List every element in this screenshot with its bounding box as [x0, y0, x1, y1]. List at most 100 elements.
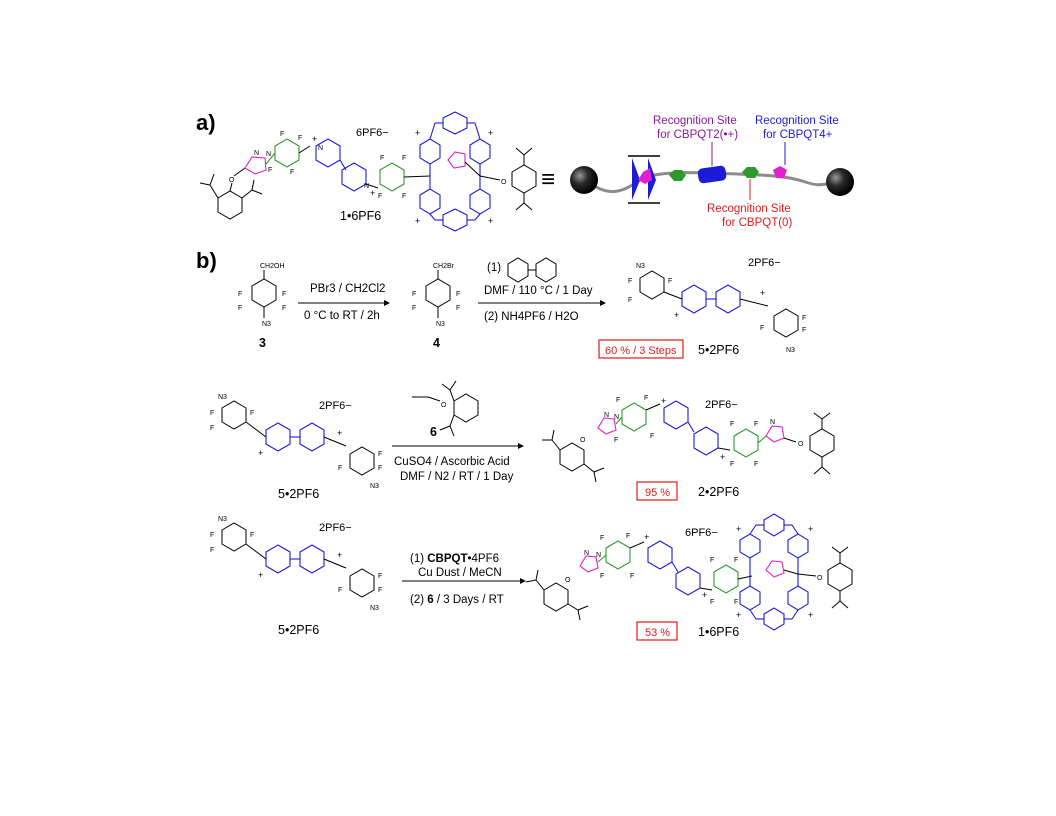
svg-text:F: F — [600, 535, 604, 542]
svg-text:N3: N3 — [636, 263, 645, 270]
svg-text:+: + — [488, 128, 493, 138]
svg-text:N: N — [614, 414, 619, 421]
panel-a-counterion: 6PF6− — [356, 127, 389, 139]
svg-text:F: F — [456, 291, 460, 298]
svg-text:+: + — [312, 134, 317, 144]
svg-text:F: F — [210, 410, 214, 417]
row1-product: 5•2PF6 — [698, 343, 739, 357]
row2-product: 2•2PF6 — [698, 485, 739, 499]
svg-text:+: + — [736, 524, 741, 534]
svg-text:F: F — [710, 557, 714, 564]
svg-text:N3: N3 — [436, 321, 445, 328]
svg-text:+: + — [415, 216, 420, 226]
row3-start: 5•2PF6 — [278, 623, 319, 637]
svg-text:F: F — [630, 573, 634, 580]
svg-text:F: F — [338, 465, 342, 472]
green-hexagon-left — [669, 170, 686, 181]
left-stopper-ball — [570, 166, 598, 194]
svg-text:F: F — [754, 461, 758, 468]
site-red-line1: Recognition Site — [707, 203, 791, 215]
svg-text:N: N — [770, 419, 775, 426]
svg-text:F: F — [650, 433, 654, 440]
row3-product: 1•6PF6 — [698, 625, 739, 639]
site-purple-line2: for CBPQT2(•+) — [657, 129, 738, 141]
svg-text:+: + — [258, 570, 263, 580]
row1-yield: 60 % / 3 Steps — [605, 345, 677, 357]
cmpd3-label: 3 — [259, 336, 266, 350]
svg-text:F: F — [282, 305, 286, 312]
svg-text:F: F — [378, 587, 382, 594]
row3-yield: 53 % — [645, 627, 670, 639]
svg-text:F: F — [626, 533, 630, 540]
cmpd3-substituent: CH2OH — [260, 263, 285, 270]
cmpd4-substituent: CH2Br — [433, 263, 455, 270]
svg-text:F: F — [730, 421, 734, 428]
svg-text:F: F — [614, 437, 618, 444]
panel-a-compound-label: 1•6PF6 — [340, 209, 381, 223]
svg-text:+: + — [337, 550, 342, 560]
svg-text:F: F — [238, 305, 242, 312]
compound-1-structure: O N N F F F F N + N + F F F F — [199, 111, 537, 232]
svg-text:F: F — [378, 465, 382, 472]
svg-text:F: F — [210, 532, 214, 539]
svg-text:F: F — [282, 291, 286, 298]
svg-text:F: F — [238, 291, 242, 298]
step2-top1: (1) — [487, 262, 501, 274]
svg-text:N: N — [604, 412, 609, 419]
svg-text:F: F — [378, 193, 382, 200]
svg-text:N3: N3 — [218, 394, 227, 401]
cartoon-rotaxane — [570, 142, 854, 204]
cmpd4-label: 4 — [433, 336, 440, 350]
row2-counterion: 2PF6− — [319, 400, 352, 412]
svg-text:O: O — [580, 437, 586, 444]
svg-text:+: + — [644, 532, 649, 542]
svg-text:N3: N3 — [370, 605, 379, 612]
reagent-6-label: 6 — [430, 425, 437, 439]
svg-text:F: F — [338, 587, 342, 594]
svg-text:O: O — [441, 402, 447, 409]
row2-yield: 95 % — [645, 487, 670, 499]
svg-text:F: F — [402, 155, 406, 162]
row1-counterion: 2PF6− — [748, 257, 781, 269]
svg-text:N3: N3 — [370, 483, 379, 490]
svg-text:N: N — [266, 151, 271, 158]
yield-box-row2 — [636, 481, 678, 501]
svg-text:F: F — [268, 167, 272, 174]
svg-text:F: F — [456, 305, 460, 312]
svg-text:F: F — [600, 573, 604, 580]
row3-cond2: Cu Dust / MeCN — [418, 567, 502, 579]
row2-cond1: CuSO4 / Ascorbic Acid — [394, 456, 510, 468]
step2-bottom: (2) NH4PF6 / H2O — [484, 311, 579, 323]
svg-text:+: + — [760, 288, 765, 298]
svg-text:F: F — [402, 193, 406, 200]
svg-text:F: F — [754, 421, 758, 428]
svg-text:F: F — [380, 155, 384, 162]
svg-text:N: N — [254, 150, 259, 157]
svg-text:N3: N3 — [218, 516, 227, 523]
bipyridine-reagent — [507, 257, 557, 283]
svg-text:F: F — [298, 135, 302, 142]
svg-text:N: N — [364, 183, 369, 190]
svg-text:O: O — [501, 179, 507, 186]
svg-text:O: O — [229, 177, 235, 184]
panel-b-label: b) — [196, 248, 217, 273]
svg-text:+: + — [415, 128, 420, 138]
row2-cond2: DMF / N2 / RT / 1 Day — [400, 471, 514, 483]
svg-text:+: + — [736, 610, 741, 620]
svg-text:F: F — [412, 291, 416, 298]
step2-top2: DMF / 110 °C / 1 Day — [484, 285, 593, 297]
svg-text:O: O — [798, 441, 804, 448]
svg-text:F: F — [734, 599, 738, 606]
svg-text:+: + — [808, 610, 813, 620]
row3-cond1: (1) CBPQT•4PF6 — [410, 553, 499, 565]
svg-text:F: F — [628, 278, 632, 285]
svg-text:F: F — [250, 410, 254, 417]
row2-start: 5•2PF6 — [278, 487, 319, 501]
svg-text:F: F — [280, 131, 284, 138]
